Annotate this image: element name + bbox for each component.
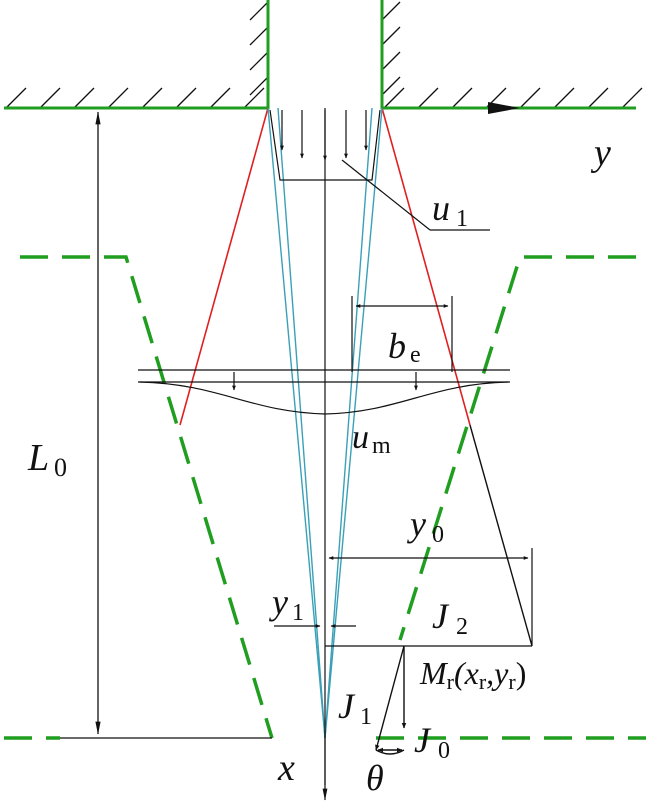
- y0-dimension: [325, 548, 533, 647]
- jet-edges: [179, 107, 471, 426]
- J2-subscript: 2: [456, 614, 468, 640]
- um-subscript: m: [372, 433, 391, 459]
- J1-subscript: 1: [360, 704, 372, 730]
- y1-label: y: [269, 582, 288, 622]
- wall-and-nozzle: [4, 0, 500, 110]
- y0-label: y: [407, 504, 426, 544]
- be-subscript: e: [410, 342, 421, 368]
- x-axis-label: x: [277, 747, 295, 789]
- theta-label: θ: [366, 758, 384, 798]
- Mr-label: Mr(xr,yr): [419, 655, 526, 694]
- J0-subscript: 0: [438, 738, 450, 764]
- u1-subscript: 1: [456, 206, 468, 232]
- section-velocity-profile: [138, 369, 510, 415]
- u1-leader-line: [341, 159, 431, 231]
- u1-label: u: [432, 188, 450, 228]
- L0-subscript: 0: [54, 453, 67, 482]
- be-dimension: [351, 296, 453, 372]
- J1-label: J: [338, 686, 356, 726]
- be-label: b: [388, 326, 406, 366]
- potential-core-lines: [267, 107, 383, 739]
- y0-subscript: 0: [432, 522, 444, 548]
- L0-label: L: [27, 437, 49, 479]
- J0-label: J: [414, 720, 432, 760]
- y-axis-label: y: [590, 132, 611, 174]
- J2-label: J: [432, 596, 450, 636]
- y-axis-arrowhead: [488, 102, 520, 114]
- point-Mr-vectors: [375, 645, 407, 755]
- dashed-boundary: [4, 255, 646, 740]
- y1-subscript: 1: [292, 600, 304, 626]
- wall-hatching: [5, 1, 643, 109]
- spread-line: [469, 424, 533, 647]
- initial-velocity-profile: [269, 109, 381, 181]
- um-label: u: [352, 419, 369, 456]
